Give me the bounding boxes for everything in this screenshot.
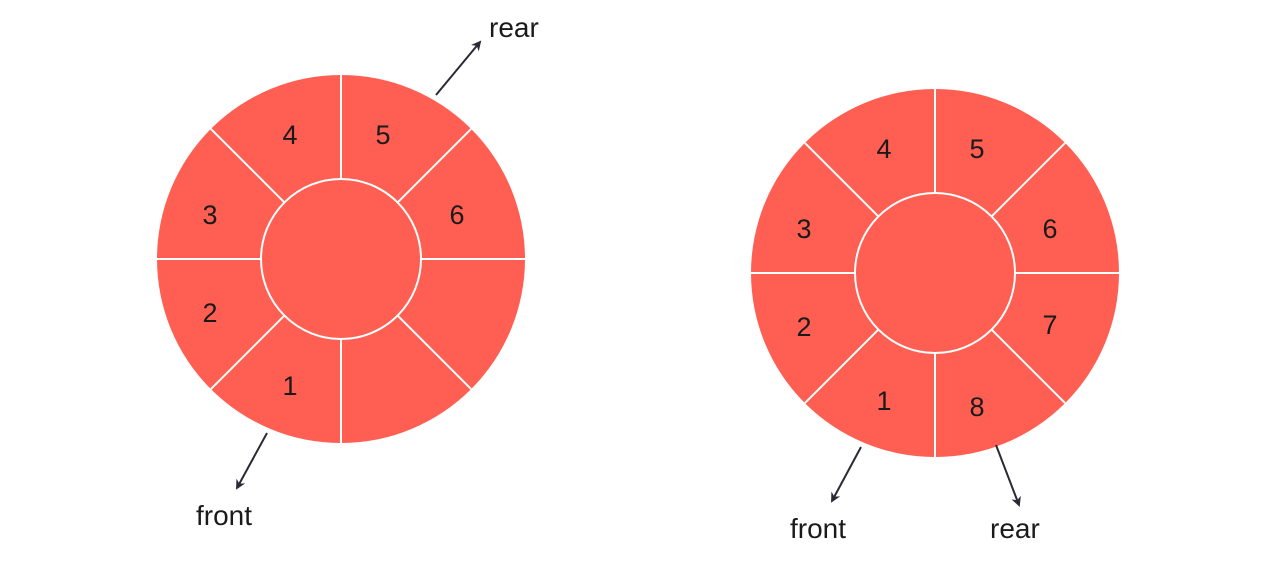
queue-right-rear-label: rear — [990, 513, 1040, 544]
queue-left: 5 6 1 2 3 4 rear front — [157, 12, 539, 531]
queue-left-divider-3 — [396, 314, 472, 390]
queue-left-rear-label: rear — [489, 12, 539, 43]
queue-left-divider-5 — [210, 314, 286, 390]
queue-left-slot-1: 6 — [449, 200, 464, 230]
queue-right-slot-1: 6 — [1042, 214, 1057, 244]
queue-right-slot-7: 4 — [876, 134, 891, 164]
queue-left-divider-7 — [210, 128, 286, 204]
queue-right-slot-4: 1 — [876, 386, 891, 416]
queue-right: 5 6 7 8 1 2 3 4 front rear — [751, 89, 1119, 544]
queue-left-slot-5: 2 — [202, 298, 217, 328]
queue-left-dividers — [157, 75, 525, 443]
queue-right-slot-6: 3 — [796, 214, 811, 244]
queue-left-hub — [260, 178, 422, 340]
queue-left-slot-6: 3 — [202, 200, 217, 230]
queue-right-slot-5: 2 — [796, 312, 811, 342]
queue-right-slot-3: 8 — [969, 392, 984, 422]
queue-left-slot-0: 5 — [375, 120, 390, 150]
queue-right-slot-0: 5 — [969, 134, 984, 164]
queue-right-dividers — [751, 89, 1119, 457]
queue-left-front-arrow — [236, 432, 268, 490]
queue-right-divider-5 — [804, 328, 880, 404]
queue-right-rear-arrow — [995, 444, 1021, 507]
queue-left-slot-7: 4 — [282, 120, 297, 150]
queue-left-rear-arrow — [435, 40, 482, 96]
queue-left-slot-4: 1 — [282, 371, 297, 401]
queue-right-front-label: front — [790, 513, 846, 544]
queue-right-slot-2: 7 — [1042, 310, 1057, 340]
queue-right-front-arrow — [831, 446, 862, 503]
queue-right-divider-3 — [990, 328, 1066, 404]
queue-left-divider-1 — [396, 128, 472, 204]
queue-right-divider-7 — [804, 142, 880, 218]
queue-right-divider-1 — [990, 142, 1066, 218]
queue-left-front-label: front — [196, 500, 252, 531]
queue-right-hub — [854, 192, 1016, 354]
